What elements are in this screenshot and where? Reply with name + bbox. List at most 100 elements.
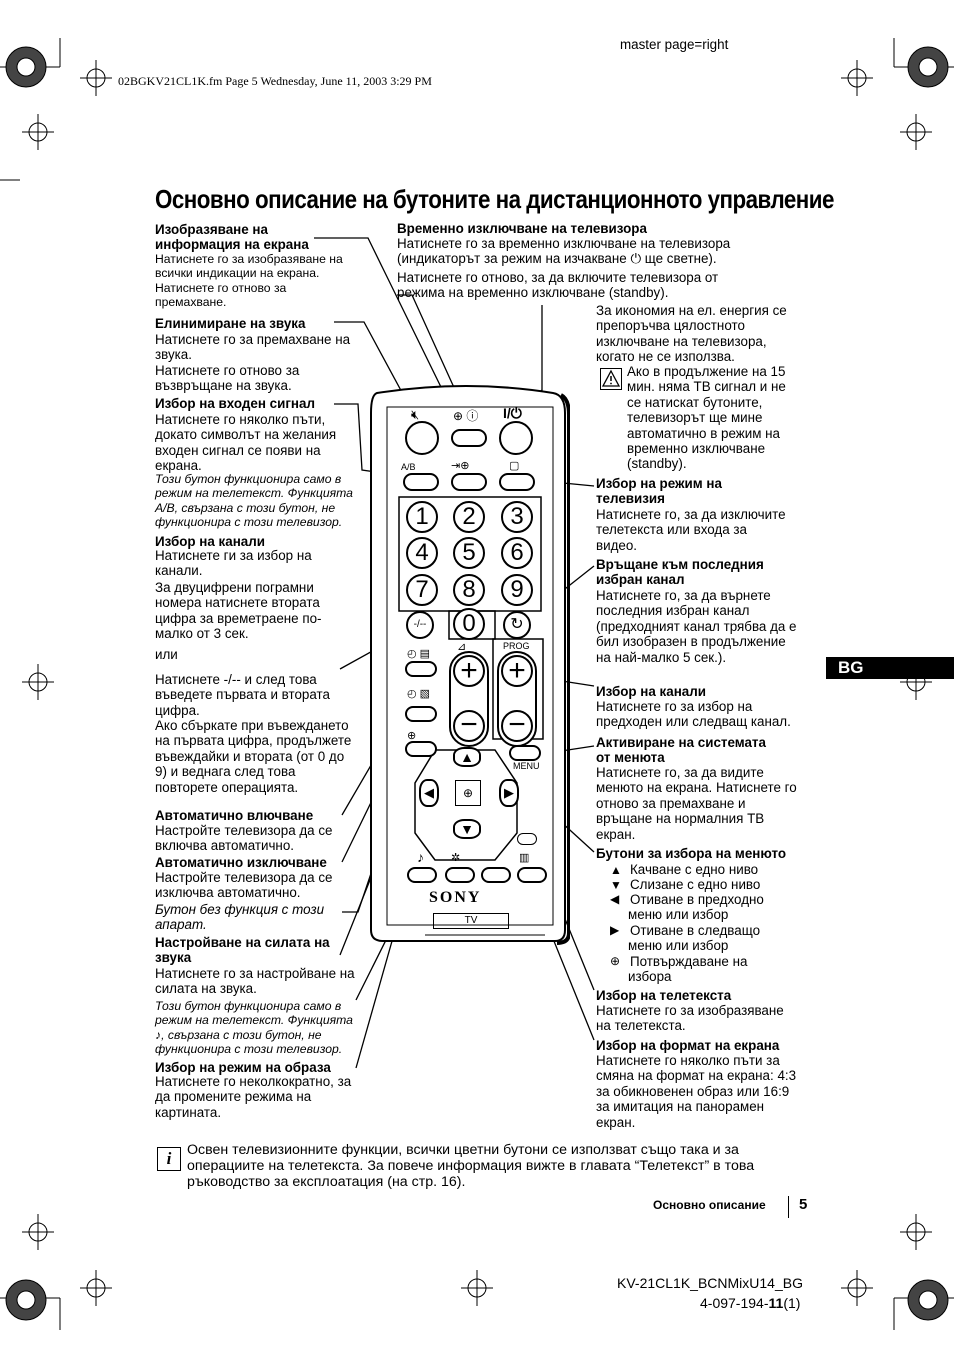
digit-9-button[interactable]: 9 [501,574,533,606]
prog-text: Натиснете го за избор на предходен или с… [596,699,791,730]
auto-off-text: Настройте телевизора да се изключва авто… [155,870,333,901]
timer-off-icons: ◴ ▧ [407,688,431,700]
mute-text-2: Натиснете го отново за възвръщане на зву… [155,363,300,394]
ab-label: A/B [401,462,416,472]
channels-text-4: Ако сбъркате при въвеждането на първата … [155,718,352,795]
mute-icon: 🔇︎ [411,407,420,422]
menu-button[interactable] [509,745,541,761]
tv-mode-text: Натиснете го, за да изключите телетекста… [596,507,786,553]
picture-mode-icon: ✲ [451,852,461,864]
input-heading: Избор на входен сигнал [155,396,315,411]
music-icon: ♪ [417,849,424,865]
energy-note: За икономия на ел. енергия се препоръчва… [596,303,787,365]
nav-up-button[interactable]: ▲ [453,747,481,767]
channels-text-3: Натиснете -/-- и след това въведете първ… [155,672,330,718]
display-info-button[interactable] [451,429,487,447]
digit-1-button[interactable]: 1 [406,501,438,533]
menu-button-item-down: ▼Слизане с едно ниво [610,877,761,892]
input-text: Натиснете го няколко пъти, докато символ… [155,412,337,474]
menu-label: MENU [513,761,540,771]
ab-mono-icon: ⊕ [407,730,417,742]
last-channel-heading: Връщане към последния избран канал [596,557,764,588]
blue-button[interactable] [517,867,547,883]
menu-button-item-up: ▲Качване с едно ниво [610,862,759,877]
page-number: 5 [799,1196,808,1213]
red-button[interactable] [407,867,437,883]
page-title: Основно описание на бутоните на дистанци… [155,184,834,214]
auto-on-text: Настройте телевизора да се включва автом… [155,823,333,854]
teletext-text: Натиснете го за изобразяване на телетекс… [596,1003,784,1034]
file-info: 02BGKV21CL1K.fm Page 5 Wednesday, June 1… [118,74,432,88]
ab-button[interactable] [403,473,439,491]
digit-8-button[interactable]: 8 [453,574,485,606]
teletext-heading: Избор на телетекста [596,988,732,1003]
volume-plus-icon: + [453,655,485,687]
mute-button[interactable] [405,421,439,455]
last-channel-text: Натиснете го, за да върнете последния из… [596,588,797,665]
digit-4-button[interactable]: 4 [406,537,438,569]
volume-italic-note: Този бутон функционира само в режим на т… [155,999,353,1057]
tv-mode-button[interactable] [499,473,535,491]
digit-2-button[interactable]: 2 [453,501,485,533]
prog-heading: Избор на канали [596,684,706,699]
no-function-note: Бутон без функция с този апарат. [155,902,325,933]
arrow-right-icon: ▶ [610,923,620,937]
model-code: KV-21CL1K_BCNMixU14_BG [617,1275,803,1291]
volume-minus-icon: − [453,710,485,742]
remote-control: 🔇︎ ⊕ ⓘ I/⏻ A/B ⇥⊕ ▢ 1 2 3 4 5 6 7 8 9 0 … [365,385,570,945]
prog-plus-icon: + [501,655,533,687]
menu-text: Натиснете го, за да видите менюто на екр… [596,765,797,842]
warning-icon [600,368,622,390]
picture-heading: Избор на режим на образа [155,1060,331,1075]
part-code: 4-097-194-11(1) [700,1295,801,1311]
input-select-button[interactable] [451,473,487,491]
channels-heading: Избор на канали [155,534,265,549]
digit-5-button[interactable]: 5 [453,537,485,569]
language-tab: BG [826,657,954,679]
info-note: Освен телевизионните функции, всички цве… [187,1142,755,1190]
warning-text: Ако в продължение на 15 мин. няма ТВ сиг… [627,364,786,472]
auto-on-button[interactable] [405,661,437,677]
mute-text-1: Натиснете го за премахване на звука. [155,332,351,363]
menu-buttons-heading: Бутони за избора на менюто [596,846,787,861]
info-icon: ⊕ ⓘ [453,409,479,423]
format-heading: Избор на формат на екрана [596,1038,780,1053]
channels-or: или [155,647,178,662]
footer-divider [788,1196,789,1218]
auto-off-button[interactable] [405,706,437,722]
nav-ok-button[interactable]: ⊕ [455,780,481,806]
format-text: Натиснете го няколко пъти за смяна на фо… [596,1053,797,1130]
ok-icon: ⊕ [610,954,621,968]
standby-button[interactable] [499,421,533,455]
yellow-button[interactable] [481,867,511,883]
display-info-text: Натиснете го за изобразяване на всички и… [155,252,343,310]
nav-down-button[interactable]: ▼ [453,819,481,839]
two-digit-button[interactable]: -/-- [406,611,434,639]
prog-minus-icon: − [501,710,533,742]
green-button[interactable] [445,867,475,883]
last-channel-button[interactable]: ↻ [503,611,531,639]
standby-heading: Временно изключване на телевизора [397,221,647,236]
input-icon: ⇥⊕ [451,460,470,472]
arrow-up-icon: ▲ [610,863,622,877]
tv-label-box: TV [433,913,509,929]
volume-text: Натиснете го за настройване на силата на… [155,966,355,997]
arrow-down-icon: ▼ [610,878,622,892]
sony-logo: SONY [429,889,482,906]
nav-left-button[interactable]: ◀ [419,779,439,807]
digit-7-button[interactable]: 7 [406,574,438,606]
arrow-left-icon: ◀ [610,892,620,906]
two-digit-label: -/-- [413,619,427,630]
power-icon: I/⏻ [503,405,522,421]
nav-right-button[interactable]: ▶ [499,779,519,807]
digit-6-button[interactable]: 6 [501,537,533,569]
teletext-button[interactable] [517,833,537,845]
digit-3-button[interactable]: 3 [501,501,533,533]
display-info-heading: Изобразяване на информация на екрана [155,222,309,253]
input-italic-note: Този бутон функционира само в режим на т… [155,472,353,530]
no-function-button[interactable] [405,741,437,757]
standby-text-2: Натиснете го отново, за да включите теле… [397,270,719,301]
digit-0-button[interactable]: 0 [453,608,485,640]
tv-mode-icon: ▢ [509,460,520,472]
format-icon: ▥ [519,852,530,864]
